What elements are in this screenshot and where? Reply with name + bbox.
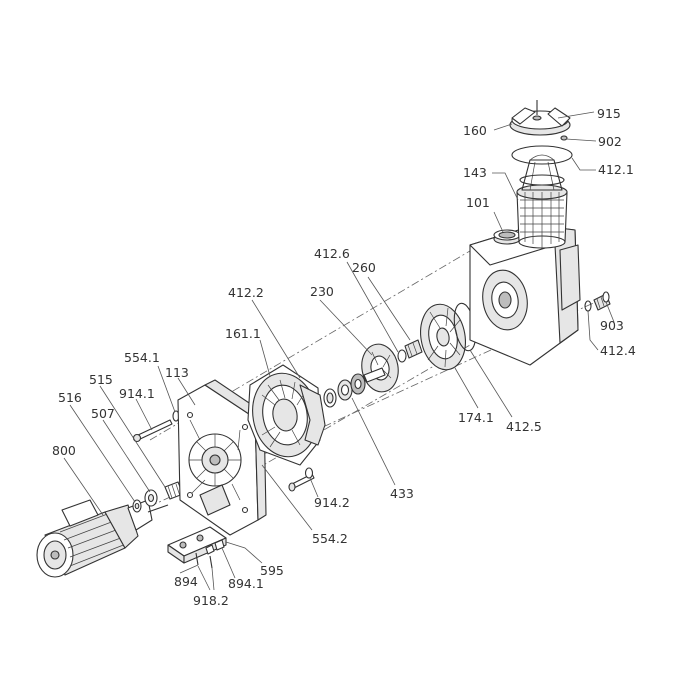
label-554-1: 554.1: [124, 350, 160, 365]
seal-plate-161-1: [247, 364, 326, 466]
label-554-2: 554.2: [312, 531, 348, 546]
label-160: 160: [463, 123, 487, 138]
leader-lines: [63, 111, 615, 591]
label-894: 894: [174, 574, 198, 589]
label-113: 113: [165, 365, 189, 380]
washer-516: [132, 499, 142, 513]
impeller-230: [361, 343, 399, 393]
label-412-2: 412.2: [228, 285, 264, 300]
strainer-basket-143: [516, 154, 568, 249]
label-915: 915: [597, 106, 621, 121]
o-ring-412-4: [584, 300, 592, 312]
label-515: 515: [89, 372, 113, 387]
o-ring-412-1: [511, 145, 573, 165]
label-894-1: 894.1: [228, 576, 264, 591]
label-412-1: 412.1: [598, 162, 634, 177]
label-902: 902: [598, 134, 622, 149]
label-507: 507: [91, 406, 115, 421]
label-412-6: 412.6: [314, 246, 350, 261]
label-174-1: 174.1: [458, 410, 494, 425]
o-ring-412-6: [397, 349, 407, 363]
label-412-4: 412.4: [600, 343, 636, 358]
drain-plug-903: [593, 291, 611, 311]
bolt-894-1: [205, 539, 225, 555]
washer-507: [144, 489, 158, 507]
label-800: 800: [52, 443, 76, 458]
pump-housing-101: [469, 224, 581, 366]
screw-902: [560, 135, 568, 141]
label-516: 516: [58, 390, 82, 405]
screw-918-2: [195, 552, 213, 569]
motor-800: [36, 499, 169, 578]
lid-160: [509, 100, 571, 136]
label-914-1: 914.1: [119, 386, 155, 401]
axis-line-lower: [254, 344, 471, 471]
housing-inlet: [493, 229, 521, 245]
washer-554-2: [304, 467, 314, 479]
label-230: 230: [310, 284, 334, 299]
label-161-1: 161.1: [225, 326, 261, 341]
diffuser-174-1: [420, 303, 466, 371]
label-143: 143: [463, 165, 487, 180]
label-101: 101: [466, 195, 490, 210]
mechanical-seal-433: [323, 373, 366, 408]
label-260: 260: [352, 260, 376, 275]
label-412-5: 412.5: [506, 419, 542, 434]
label-914-2: 914.2: [314, 495, 350, 510]
label-918-2: 918.2: [193, 593, 229, 608]
label-595: 595: [260, 563, 284, 578]
nut-260: [404, 339, 423, 359]
label-433: 433: [390, 486, 414, 501]
label-903: 903: [600, 318, 624, 333]
